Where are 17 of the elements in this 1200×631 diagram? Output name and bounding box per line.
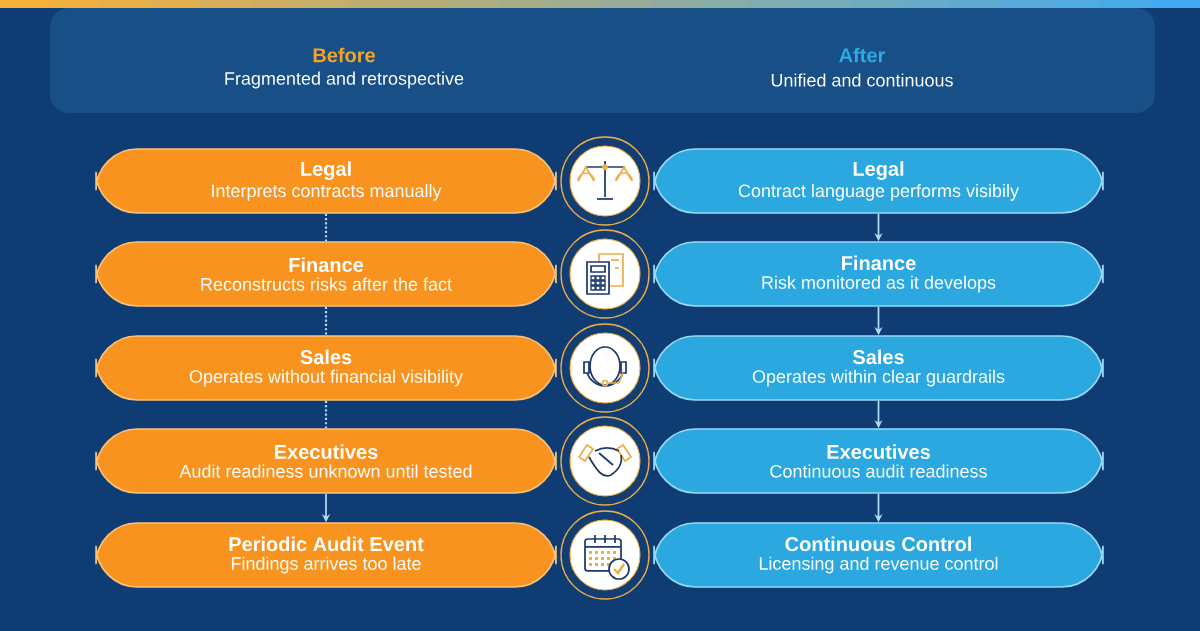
connector [324,400,328,429]
before-box: Periodic Audit Event Findings arrives too late [95,522,557,588]
after-box: Legal Contract language performs visibily [653,148,1104,214]
column-heading: After [839,47,886,63]
connector [324,306,328,336]
connector [324,213,328,242]
after-box: Executives Continuous audit readiness [653,428,1104,494]
before-box: Legal Interprets contracts manually [95,148,557,214]
column-subheading: Fragmented and retrospective [225,71,464,89]
after-box: Continuous Control Licensing and revenue control [653,522,1104,588]
before-box: Executives Audit readiness unknown until tested [95,428,557,494]
before-box: Finance Reconstructs risks after the fact [95,241,557,307]
after-box: Finance Risk monitored as it develops [653,241,1104,307]
after-box: Sales Operates within clear guardrails [653,335,1104,401]
column-subheading: Unified and continuous [771,73,953,87]
column-heading: Before [313,47,375,63]
before-box: Sales Operates without financial visibility [95,335,557,401]
